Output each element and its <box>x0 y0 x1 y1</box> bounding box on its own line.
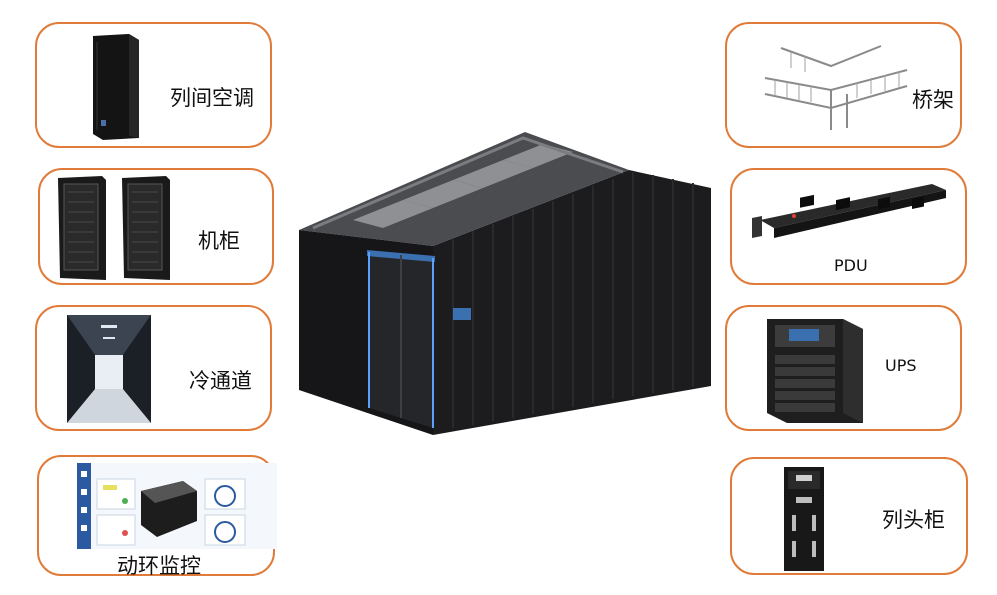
cable-tray-icon <box>764 45 908 130</box>
pdu-icon <box>752 184 946 238</box>
card-cold-aisle: 冷通道 <box>35 305 272 431</box>
environment-monitoring-icon <box>77 463 277 549</box>
card-label: 列间空调 <box>170 86 254 110</box>
card-in-row-air-conditioner: 列间空调 <box>35 22 272 148</box>
card-label: 列头柜 <box>882 508 945 532</box>
micro-data-center-module <box>299 132 711 435</box>
card-label: 机柜 <box>198 229 240 253</box>
power-distribution-cabinet-icon <box>784 467 824 571</box>
side-door-vents <box>452 172 694 428</box>
touch-screen <box>453 308 471 320</box>
roof-skylight-panels <box>353 144 573 228</box>
card-label: 冷通道 <box>189 369 252 393</box>
server-cabinet-icon <box>58 176 170 280</box>
card-power-distribution-cabinet: 列头柜 <box>730 457 968 575</box>
card-ups: UPS <box>725 305 962 431</box>
card-cable-tray: 桥架 <box>725 22 962 148</box>
card-label: 动环监控 <box>117 554 201 578</box>
card-pdu: PDU <box>730 168 967 285</box>
cold-aisle-icon <box>67 315 151 423</box>
card-label: PDU <box>834 256 868 275</box>
card-server-cabinet: 机柜 <box>38 168 274 285</box>
card-label: 桥架 <box>912 88 954 112</box>
card-environment-monitoring: 动环监控 <box>37 455 277 578</box>
card-label: UPS <box>885 356 917 375</box>
ups-icon <box>767 319 863 423</box>
in-row-air-conditioner-icon <box>93 34 139 140</box>
